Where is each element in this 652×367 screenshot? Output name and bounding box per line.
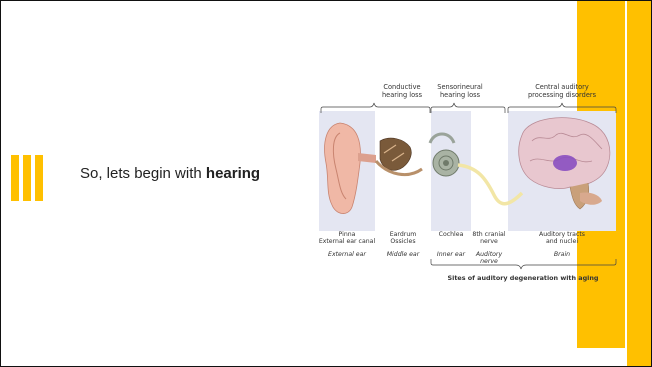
brain-shape: [519, 118, 610, 189]
left-stripes-decoration: [11, 155, 45, 201]
label-middle-ear: Middle ear: [378, 251, 428, 258]
label-8th-nerve: 8th cranial nerve: [471, 231, 507, 245]
hearing-anatomy-diagram: Conductive hearing loss Sensorineural he…: [318, 83, 623, 293]
label-eardrum: Eardrum Ossicles: [378, 231, 428, 245]
label-sensorineural-line2: hearing loss: [430, 91, 490, 99]
stripe: [23, 155, 31, 201]
label-tracts-line2: and nuclei: [522, 238, 602, 245]
label-auditory-tracts: Auditory tracts and nuclei: [522, 231, 602, 245]
heading-bold-word: hearing: [206, 165, 260, 182]
label-cochlea-line: Cochlea: [431, 231, 471, 238]
label-inner-ear: Inner ear: [431, 251, 471, 258]
label-nerve-line2: nerve: [471, 238, 507, 245]
stripe: [11, 155, 19, 201]
label-nerve-line1: 8th cranial: [471, 231, 507, 238]
label-pinna-line2: External ear canal: [318, 238, 376, 245]
label-aging-caption: Sites of auditory degeneration with agin…: [438, 275, 608, 282]
label-eardrum-line1: Eardrum: [378, 231, 428, 238]
label-sensorineural-line1: Sensorineural: [430, 83, 490, 91]
aging-bracket: [431, 259, 616, 269]
label-brain: Brain: [522, 251, 602, 258]
stripe: [35, 155, 43, 201]
auditory-cortex-highlight: [553, 155, 577, 171]
label-central-line1: Central auditory: [522, 83, 602, 91]
heading-prefix: So, lets begin with: [80, 165, 206, 182]
slide-heading: So, lets begin with hearing: [80, 165, 260, 182]
label-eardrum-line2: Ossicles: [378, 238, 428, 245]
label-external-ear: External ear: [318, 251, 376, 258]
label-auditory-nerve: Auditory nerve: [471, 251, 507, 265]
label-central-line2: processing disorders: [522, 91, 602, 99]
label-sensorineural: Sensorineural hearing loss: [430, 83, 490, 99]
label-central: Central auditory processing disorders: [522, 83, 602, 99]
label-pinna-line1: Pinna: [318, 231, 376, 238]
label-tracts-line1: Auditory tracts: [522, 231, 602, 238]
accent-bar-edge: [627, 1, 651, 366]
label-cochlea: Cochlea: [431, 231, 471, 238]
label-auditory-line1: Auditory: [471, 251, 507, 258]
ossicles-shape: [380, 138, 411, 170]
label-auditory-line2: nerve: [471, 258, 507, 265]
label-pinna: Pinna External ear canal: [318, 231, 376, 245]
